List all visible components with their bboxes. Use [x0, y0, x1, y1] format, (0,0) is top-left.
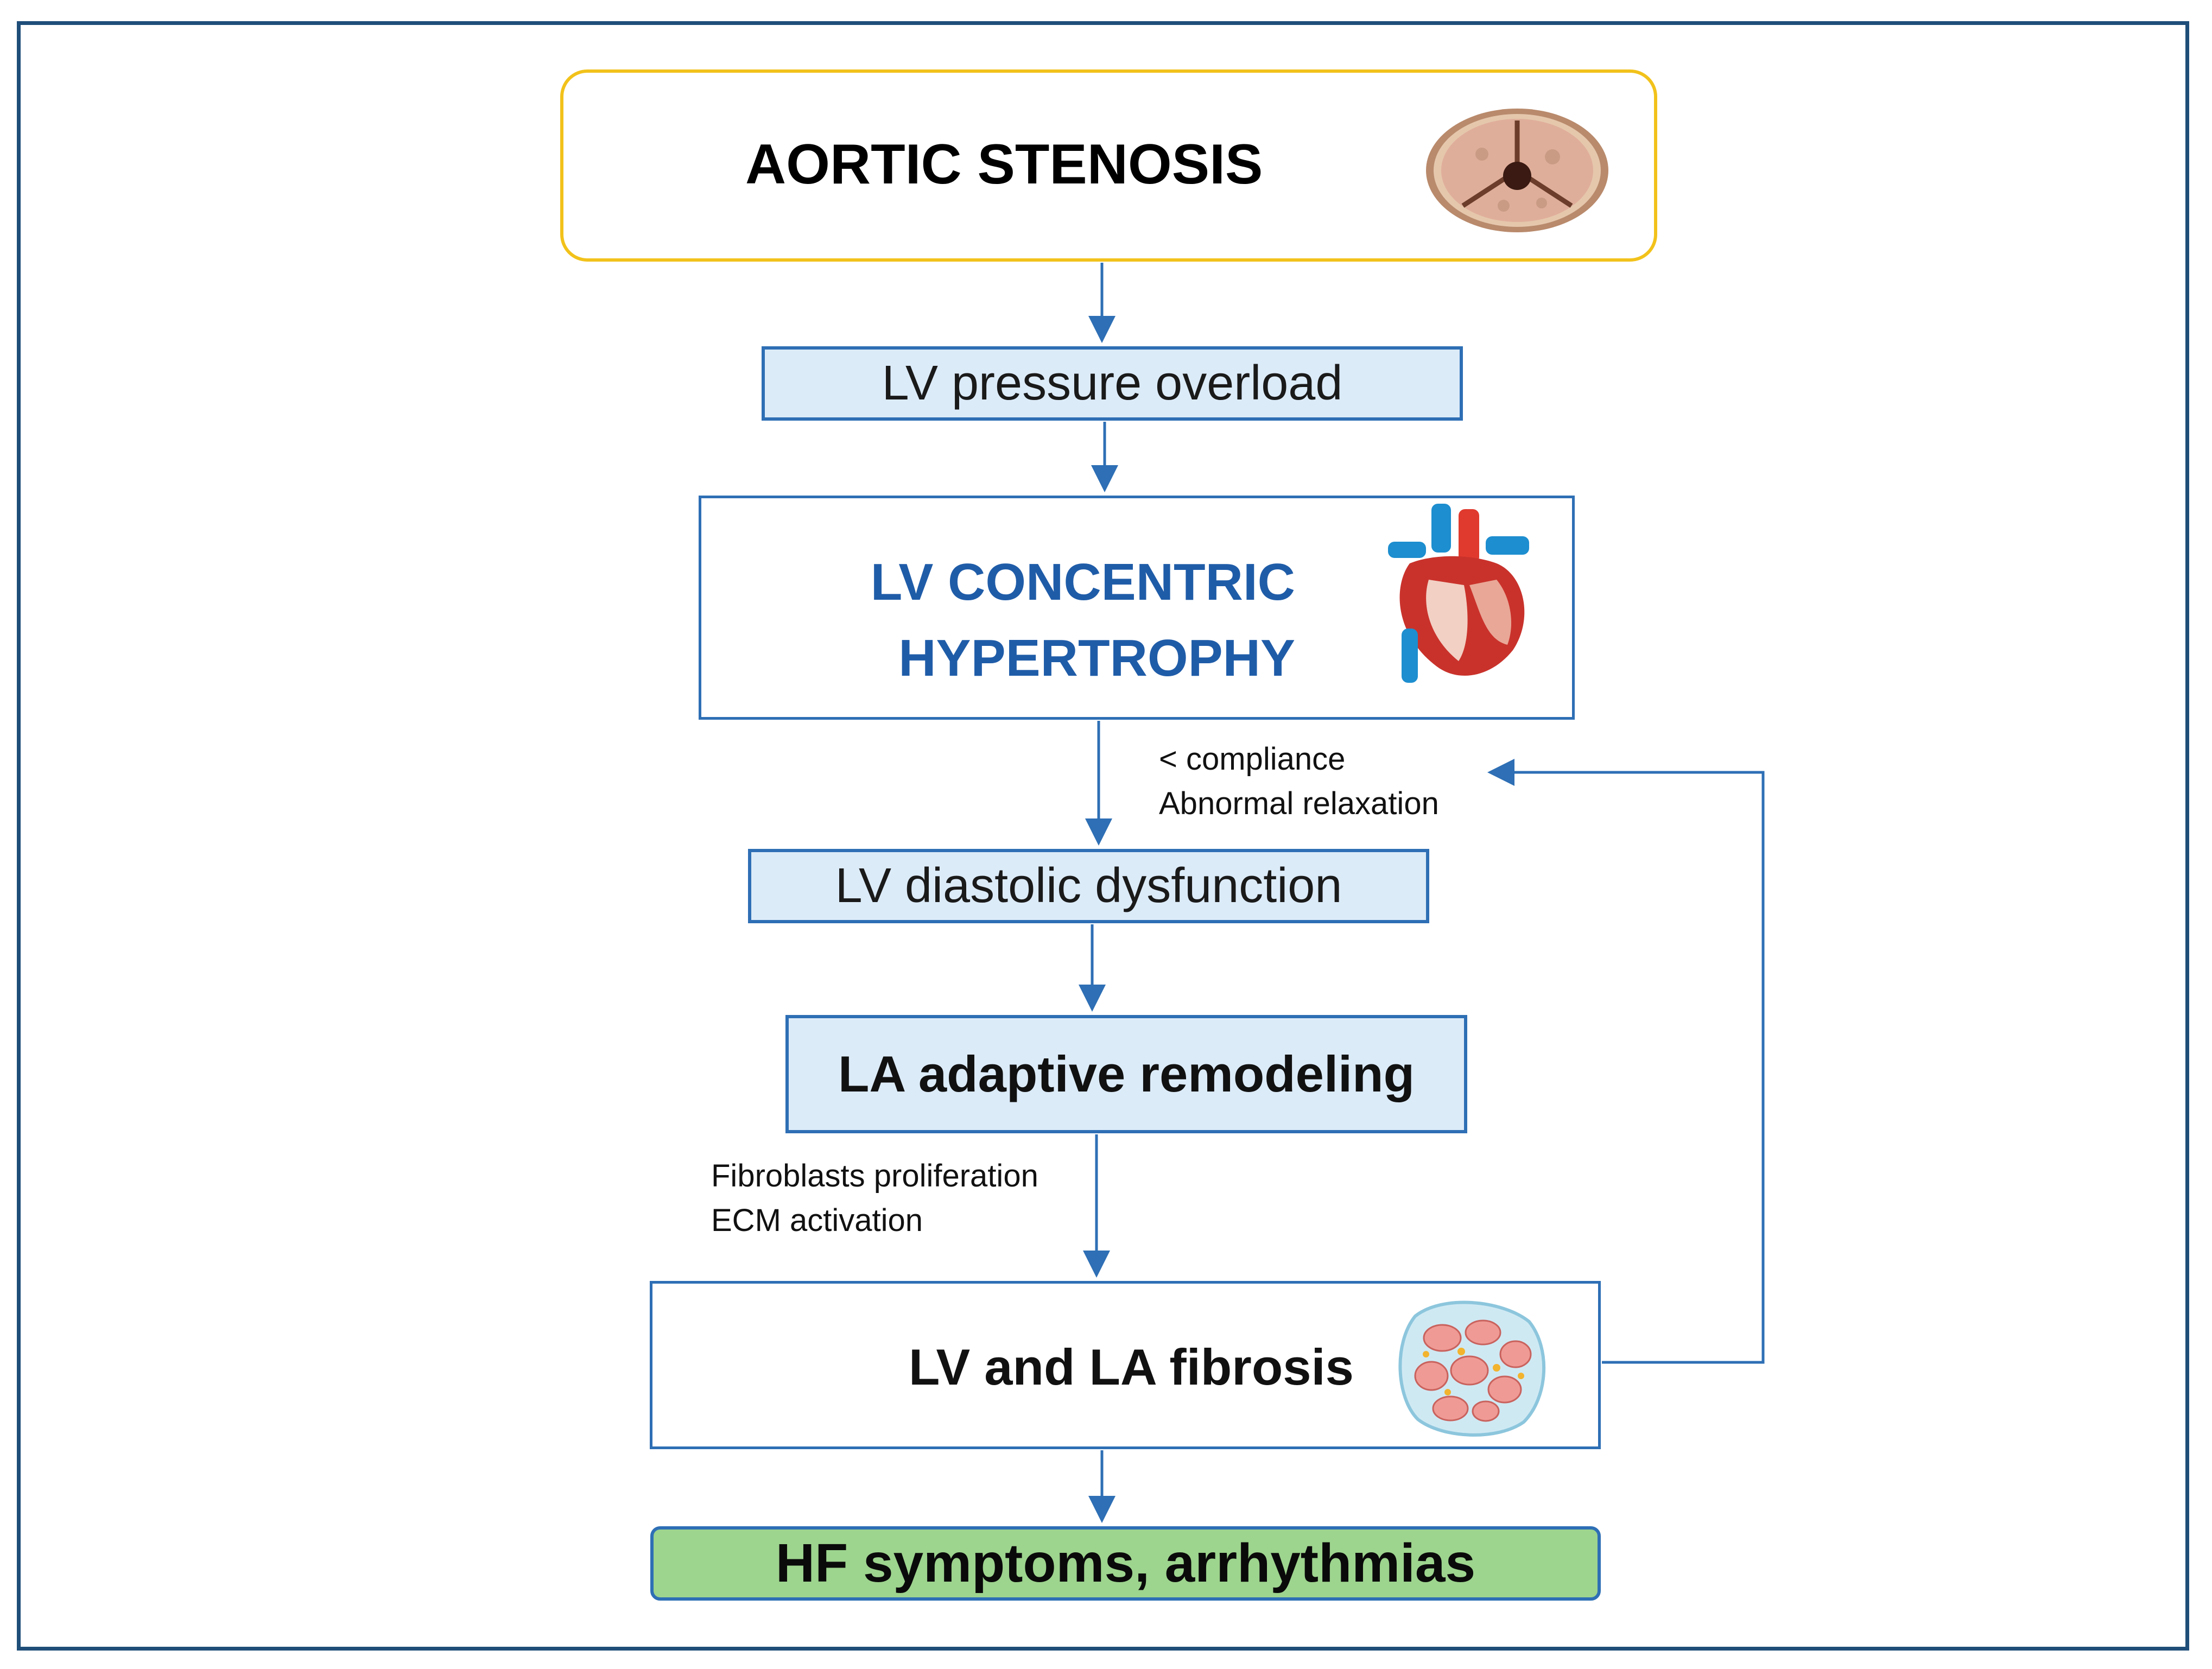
hf-symptoms-label: HF symptoms, arrhythmias: [775, 1533, 1476, 1594]
fibroblasts-note: Fibroblasts proliferation ECM activation: [711, 1154, 1038, 1243]
aortic-valve-icon: [1426, 109, 1608, 232]
aortic-stenosis-box: AORTIC STENOSIS: [560, 69, 1657, 262]
lv-concentric-hypertrophy-label: LV CONCENTRIC HYPERTROPHY: [871, 544, 1295, 696]
la-adaptive-remodeling-label: LA adaptive remodeling: [838, 1045, 1415, 1102]
compliance-note: < compliance Abnormal relaxation: [1159, 737, 1439, 826]
feedback-arrow: [1487, 759, 1765, 1364]
aortic-stenosis-title: AORTIC STENOSIS: [745, 133, 1263, 196]
fibrosis-tissue-icon: [1398, 1300, 1546, 1437]
la-adaptive-remodeling-box: LA adaptive remodeling: [785, 1015, 1467, 1133]
lv-concentric-hypertrophy-box: LV CONCENTRIC HYPERTROPHY: [699, 496, 1575, 720]
concentric-line-2: HYPERTROPHY: [898, 629, 1295, 687]
concentric-line-1: LV CONCENTRIC: [870, 553, 1295, 611]
lv-pressure-overload-label: LV pressure overload: [882, 356, 1343, 410]
ecm-text: ECM activation: [711, 1203, 923, 1238]
hf-symptoms-box: HF symptoms, arrhythmias: [650, 1526, 1601, 1601]
lv-diastolic-dysfunction-label: LV diastolic dysfunction: [835, 859, 1342, 913]
compliance-text: < compliance: [1159, 741, 1346, 777]
lv-la-fibrosis-box: LV and LA fibrosis: [650, 1281, 1601, 1449]
heart-icon: [1388, 504, 1529, 683]
fibroblasts-text: Fibroblasts proliferation: [711, 1158, 1038, 1194]
relaxation-text: Abnormal relaxation: [1159, 786, 1439, 821]
lv-pressure-overload-box: LV pressure overload: [762, 346, 1463, 421]
outer-frame: [17, 21, 2189, 1651]
lv-la-fibrosis-label: LV and LA fibrosis: [909, 1338, 1354, 1395]
lv-diastolic-dysfunction-box: LV diastolic dysfunction: [748, 849, 1429, 923]
